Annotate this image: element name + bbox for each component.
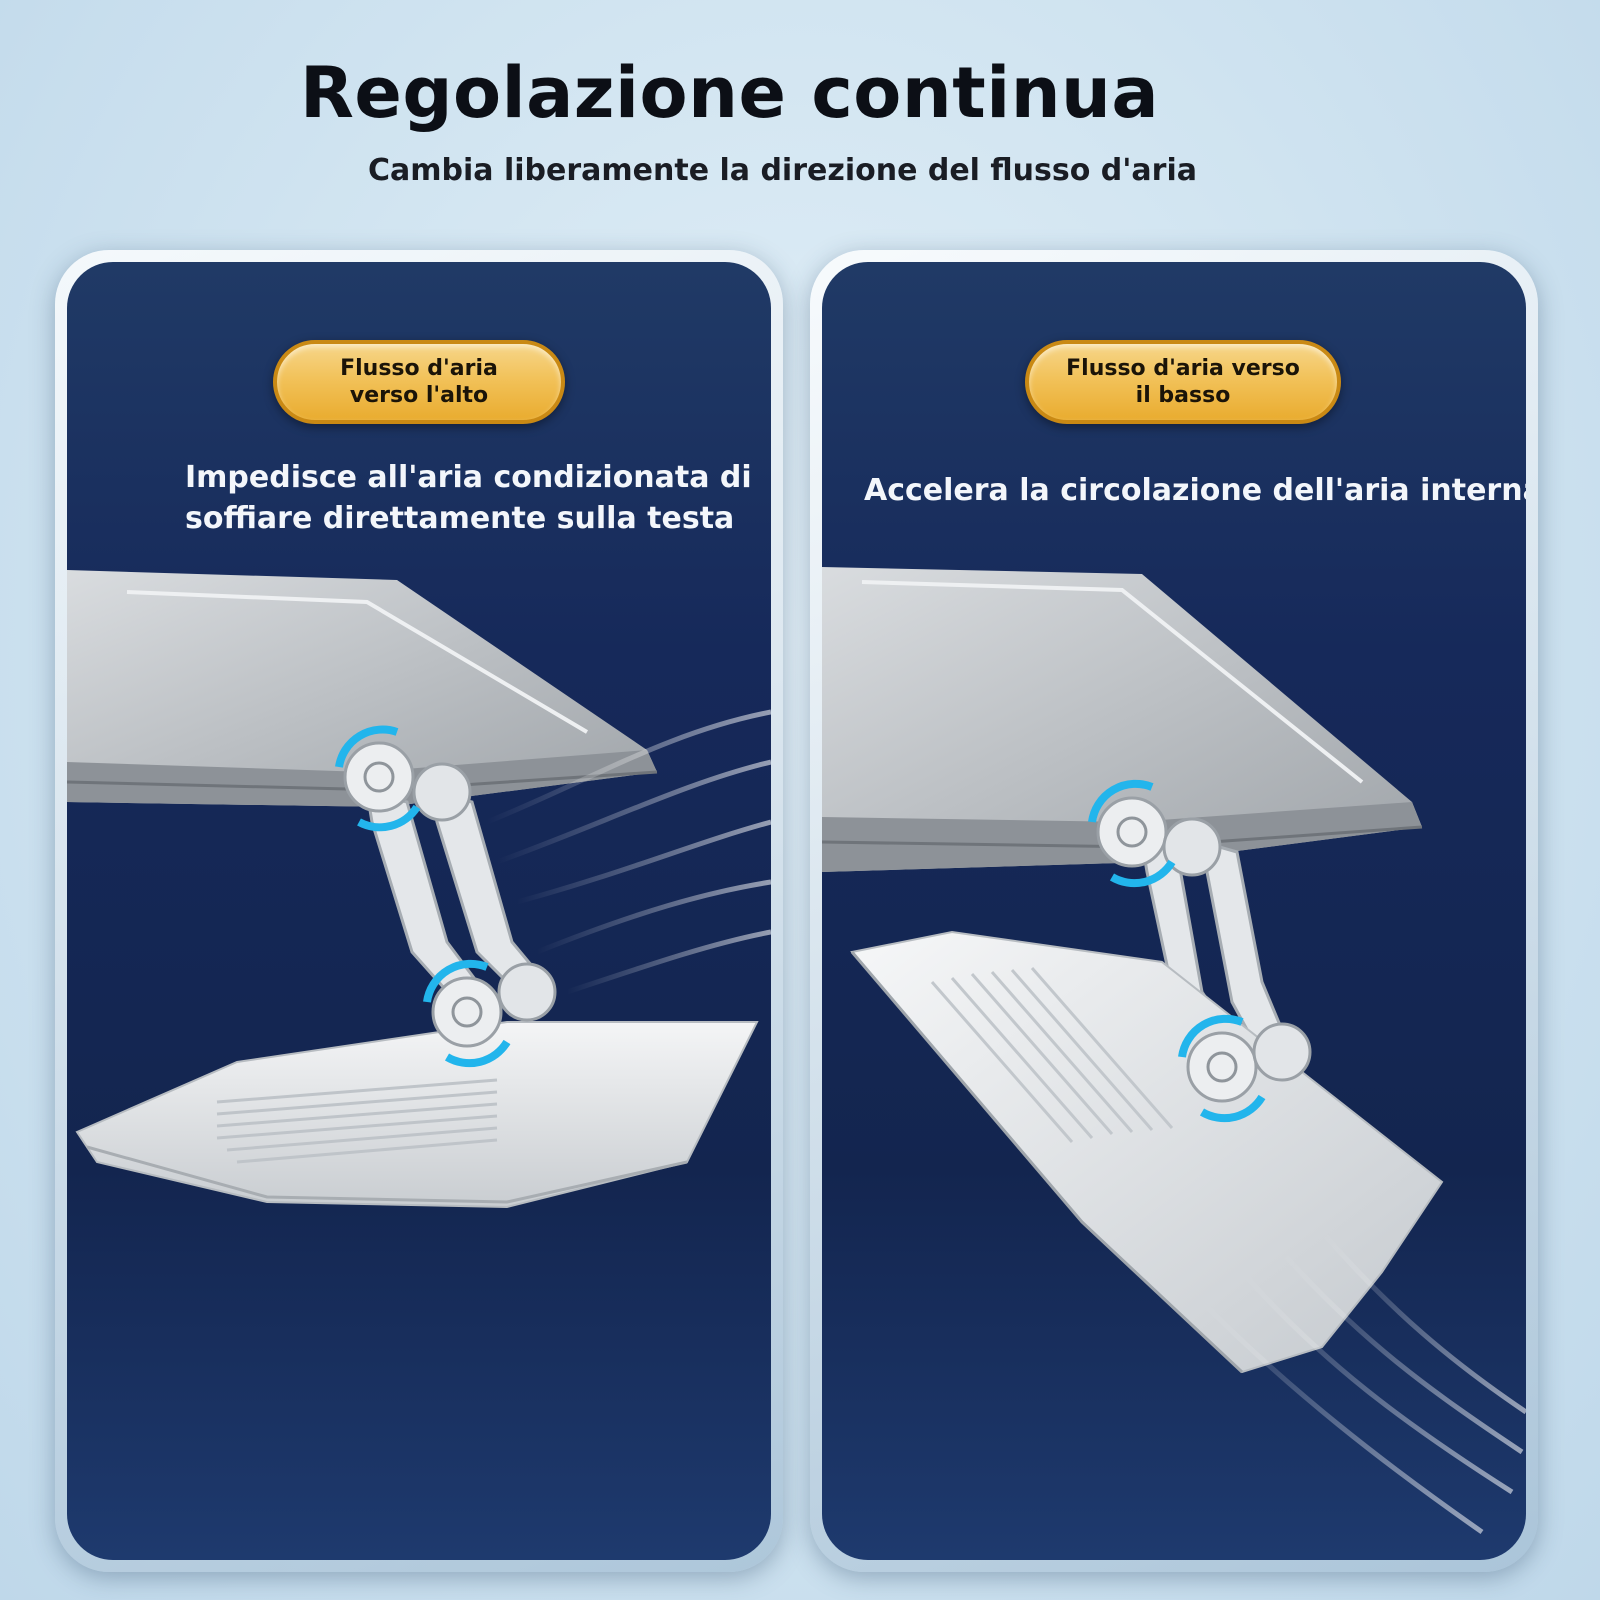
description-downward: Accelera la circolazione dell'aria inter… xyxy=(864,473,1526,508)
panel-upward-airflow: Flusso d'aria verso l'alto Impedisce all… xyxy=(55,250,783,1572)
deflector-plate xyxy=(850,930,1444,1374)
deflector-plate xyxy=(75,1021,759,1209)
page-title: Regolazione continua xyxy=(300,52,1160,134)
badge-downward: Flusso d'aria verso il basso xyxy=(1025,340,1341,424)
panel-background: Flusso d'aria verso il basso Accelera la… xyxy=(822,262,1526,1560)
panel-downward-airflow: Flusso d'aria verso il basso Accelera la… xyxy=(810,250,1538,1572)
airflow-streaks xyxy=(1200,1230,1526,1535)
description-upward: Impedisce all'aria condizionata di soffi… xyxy=(185,460,752,536)
page-subtitle: Cambia liberamente la direzione del flus… xyxy=(368,153,1197,188)
rotation-joint-top xyxy=(335,725,472,832)
airflow-streaks xyxy=(486,709,771,995)
downward-deflector-illustration xyxy=(822,567,1526,1535)
rotation-joint-top xyxy=(1088,779,1222,888)
panel-background: Flusso d'aria verso l'alto Impedisce all… xyxy=(67,262,771,1560)
badge-upward: Flusso d'aria verso l'alto xyxy=(273,340,565,424)
upward-deflector-illustration xyxy=(67,570,771,1209)
rotation-joint-bottom xyxy=(1178,1014,1312,1123)
rotation-joint-bottom xyxy=(423,959,557,1068)
